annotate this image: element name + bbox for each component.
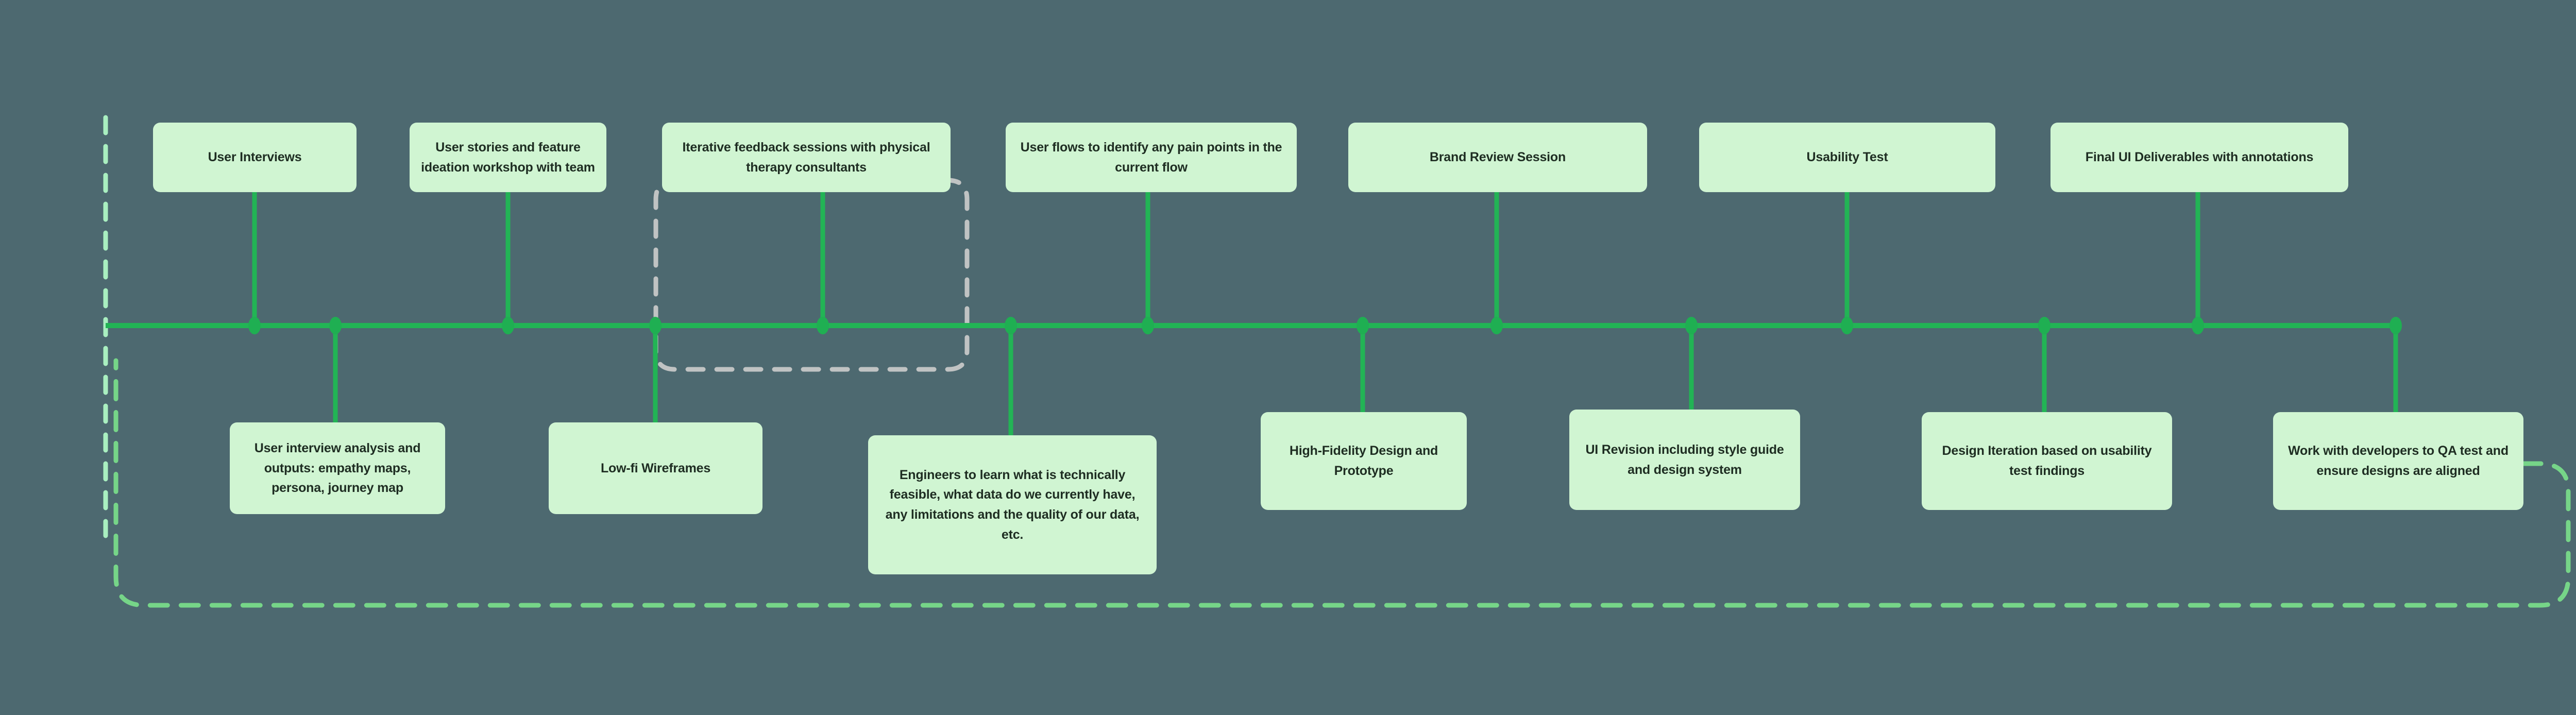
- timeline-node: [1357, 317, 1369, 334]
- timeline-node: [248, 317, 261, 334]
- timeline-node: [329, 317, 342, 334]
- milestone-card-ui-revision[interactable]: UI Revision including style guide and de…: [1569, 410, 1800, 510]
- milestone-card-label: User flows to identify any pain points i…: [1020, 140, 1282, 175]
- timeline-node: [817, 317, 829, 334]
- milestone-card-label: Iterative feedback sessions with physica…: [682, 140, 930, 175]
- milestone-card-usability-test[interactable]: Usability Test: [1699, 123, 1995, 192]
- timeline-node: [2389, 317, 2402, 334]
- timeline-node: [2192, 317, 2204, 334]
- milestone-card-label: Design Iteration based on usability test…: [1942, 444, 2152, 478]
- milestone-card-engineers-feasibility[interactable]: Engineers to learn what is technically f…: [868, 435, 1157, 574]
- milestone-card-label: User Interviews: [208, 150, 302, 165]
- milestone-card-label: Engineers to learn what is technically f…: [885, 467, 1140, 542]
- timeline-node: [1142, 317, 1154, 334]
- milestone-card-hifi-design[interactable]: High-Fidelity Design and Prototype: [1261, 412, 1467, 510]
- milestone-card-label: High-Fidelity Design and Prototype: [1289, 444, 1438, 478]
- timeline-node: [1005, 317, 1017, 334]
- milestone-card-label: Work with developers to QA test and ensu…: [2288, 444, 2509, 478]
- milestone-card-developer-qa[interactable]: Work with developers to QA test and ensu…: [2273, 412, 2523, 510]
- timeline-node: [1685, 317, 1698, 334]
- milestone-card-label: Brand Review Session: [1429, 150, 1566, 165]
- milestone-card-iterative-feedback[interactable]: Iterative feedback sessions with physica…: [662, 123, 951, 192]
- milestone-card-label: User stories and feature ideation worksh…: [421, 140, 595, 175]
- timeline-node: [1490, 317, 1503, 334]
- milestone-card-lowfi-wireframes[interactable]: Low-fi Wireframes: [549, 422, 762, 514]
- milestone-card-label: Low-fi Wireframes: [600, 461, 711, 475]
- milestone-card-user-interviews[interactable]: User Interviews: [153, 123, 357, 192]
- milestone-card-label: Final UI Deliverables with annotations: [2085, 150, 2314, 165]
- timeline-node: [2038, 317, 2050, 334]
- milestone-card-label: UI Revision including style guide and de…: [1585, 442, 1784, 477]
- milestone-card-design-iteration[interactable]: Design Iteration based on usability test…: [1922, 412, 2172, 510]
- milestone-card-interview-analysis[interactable]: User interview analysis and outputs: emp…: [230, 422, 445, 514]
- timeline-nodes[interactable]: [248, 317, 2402, 334]
- top-card-stems: [252, 192, 2200, 326]
- timeline-node: [649, 317, 662, 334]
- milestone-card-label: Usability Test: [1806, 150, 1888, 165]
- iterative-feedback-loop-dashed-path: [653, 178, 970, 372]
- milestone-card-user-stories-ideation[interactable]: User stories and feature ideation worksh…: [410, 123, 606, 192]
- milestone-card-user-flows[interactable]: User flows to identify any pain points i…: [1006, 123, 1297, 192]
- timeline-node: [1841, 317, 1853, 334]
- milestone-card-brand-review[interactable]: Brand Review Session: [1348, 123, 1647, 192]
- timeline-node: [502, 317, 514, 334]
- milestone-card-final-ui-deliverables[interactable]: Final UI Deliverables with annotations: [2050, 123, 2348, 192]
- milestone-card-label: User interview analysis and outputs: emp…: [254, 440, 421, 496]
